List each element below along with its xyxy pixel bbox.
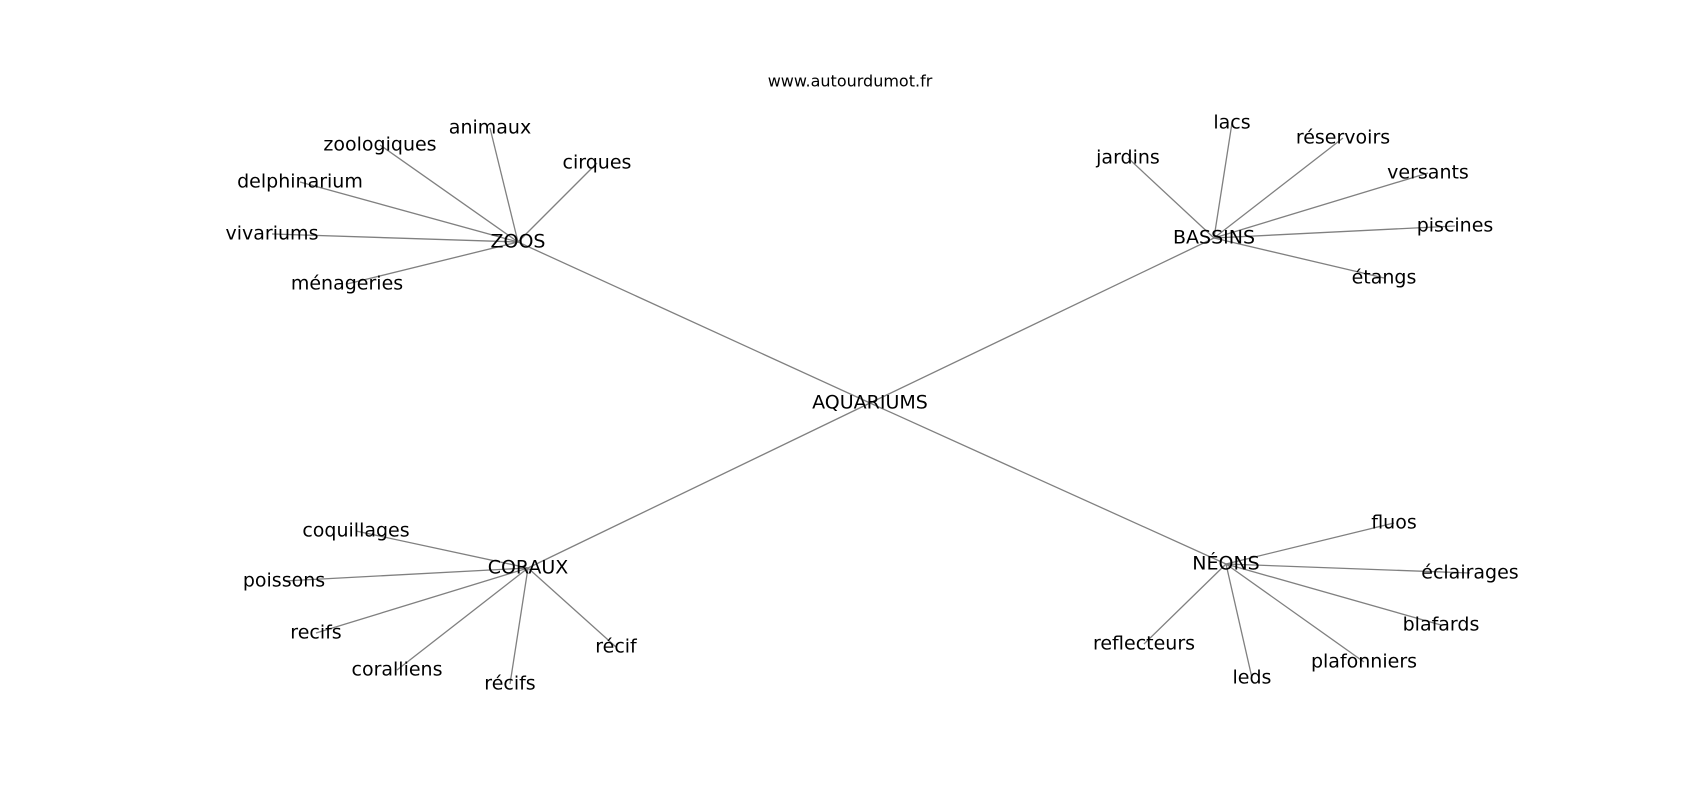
edge-neons-fluos: [1225, 522, 1395, 565]
node-word-vivariums: vivariums: [226, 223, 319, 245]
edge-coraux-recif: [527, 567, 617, 648]
node-word-coralliens: coralliens: [352, 659, 443, 681]
edge-zoos-vivariums: [271, 233, 519, 243]
edges-layer: [271, 122, 1471, 685]
edge-bassins-lacs: [1213, 122, 1233, 239]
node-word-poissons: poissons: [243, 570, 325, 592]
edge-zoos-zoologiques: [379, 144, 519, 243]
node-word-fluos: fluos: [1371, 512, 1417, 534]
edge-coraux-recifs: [509, 567, 529, 685]
node-word-recifs: recifs: [290, 622, 341, 644]
node-word-menageries: ménageries: [291, 273, 403, 295]
edge-neons-eclairages: [1225, 563, 1471, 574]
node-word-plafonniers: plafonniers: [1311, 651, 1417, 673]
node-word-recif: récif: [595, 636, 638, 658]
node-word-reflecteurs: reflecteurs: [1093, 633, 1195, 655]
edge-zoos-cirques: [517, 162, 598, 243]
edge-neons-blafards: [1225, 563, 1442, 626]
node-word-eclairages: éclairages: [1421, 562, 1518, 584]
edge-neons-leds: [1225, 563, 1253, 679]
node-word-delphinarium: delphinarium: [237, 171, 363, 193]
edge-center-bassins: [869, 237, 1215, 404]
edge-coraux-recifs: [315, 567, 529, 634]
node-hub-neons: NÉONS: [1192, 552, 1259, 575]
node-word-leds: leds: [1233, 667, 1272, 689]
node-word-recifs: récifs: [484, 673, 535, 695]
node-center: AQUARIUMS: [812, 392, 928, 414]
node-word-coquillages: coquillages: [302, 520, 409, 542]
edge-bassins-jardins: [1127, 157, 1215, 239]
node-word-jardins: jardins: [1095, 147, 1160, 169]
node-word-zoologiques: zoologiques: [323, 134, 436, 156]
node-word-blafards: blafards: [1403, 614, 1480, 636]
labels-layer: www.autourdumot.fr AQUARIUMS ZOOS animaux c…: [226, 72, 1519, 695]
edge-coraux-poissons: [283, 567, 529, 582]
edge-center-zoos: [517, 241, 871, 404]
node-word-etangs: étangs: [1352, 267, 1417, 289]
node-hub-bassins: BASSINS: [1173, 227, 1255, 249]
edge-center-neons: [869, 402, 1227, 565]
edge-bassins-versants: [1213, 172, 1429, 239]
edge-zoos-animaux: [489, 127, 519, 243]
node-word-piscines: piscines: [1417, 215, 1494, 237]
edge-zoos-delphinarium: [299, 181, 519, 243]
edge-neons-plafonniers: [1225, 563, 1365, 663]
node-hub-zoos: ZOOS: [491, 231, 546, 253]
node-hub-coraux: CORAUX: [488, 557, 569, 579]
edge-coraux-coquillages: [355, 530, 529, 569]
node-word-lacs: lacs: [1213, 112, 1250, 134]
edge-center-coraux: [527, 402, 871, 569]
edge-neons-reflecteurs: [1143, 563, 1227, 645]
source-label: www.autourdumot.fr: [768, 72, 933, 91]
edge-bassins-reservoirs: [1213, 137, 1344, 239]
edge-bassins-etangs: [1213, 237, 1385, 279]
edge-bassins-piscines: [1213, 225, 1456, 239]
node-word-versants: versants: [1387, 162, 1469, 184]
edge-coraux-coralliens: [396, 567, 529, 671]
edge-zoos-menageries: [346, 241, 519, 285]
node-word-reservoirs: réservoirs: [1296, 127, 1390, 149]
node-word-cirques: cirques: [563, 152, 632, 174]
node-word-animaux: animaux: [449, 117, 531, 139]
